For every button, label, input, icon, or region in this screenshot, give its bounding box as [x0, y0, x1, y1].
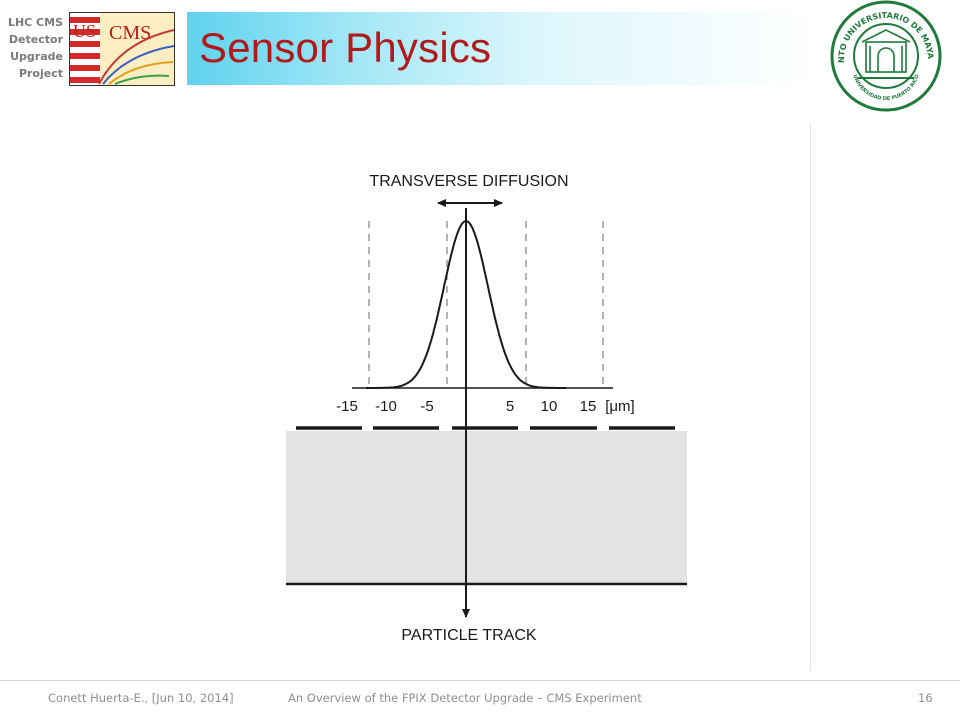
logo-stripe	[70, 29, 100, 35]
pixel-boundary-lines	[368, 221, 604, 387]
project-label-line: Detector	[8, 33, 63, 46]
tick-label: -5	[420, 398, 433, 415]
particle-track-label: PARTICLE TRACK	[401, 627, 536, 644]
tick-label: 5	[506, 398, 514, 415]
title-bar: Sensor Physics	[187, 12, 817, 85]
logo-swoosh	[108, 61, 174, 85]
transverse-diffusion-label: TRANSVERSE DIFFUSION	[369, 173, 568, 190]
project-label-line: Upgrade	[10, 50, 63, 63]
content-divider	[810, 123, 811, 671]
seal-building-icon	[858, 29, 914, 79]
logo-swoosh	[98, 29, 175, 85]
project-label-line: Project	[18, 67, 63, 80]
logo-flag-field	[70, 13, 100, 85]
footer-page-number: 16	[918, 691, 933, 705]
university-seal: RECINTO UNIVERSITARIO DE MAYAGÜEZ UNIVER…	[828, 0, 942, 112]
transverse-diffusion-diagram: TRANSVERSE DIFFUSION -15 -10 -5 5 10 15 …	[286, 173, 687, 644]
axis-tick-labels: -15 -10 -5 5 10 15 [μm]	[336, 398, 635, 415]
logo-stripe	[70, 17, 100, 23]
project-label: LHC CMS Detector Upgrade Project	[0, 14, 63, 82]
logo-swoosh	[114, 74, 170, 85]
project-label-line: LHC CMS	[7, 16, 63, 29]
uscms-logo: US CMS	[69, 12, 175, 86]
tick-label: 15	[580, 398, 597, 415]
sensor-bulk	[286, 431, 687, 583]
logo-stripe	[70, 53, 100, 59]
logo-swoosh	[102, 45, 175, 85]
logo-stripe	[70, 77, 100, 83]
logo-stripe	[70, 65, 100, 71]
footer-presentation-title: An Overview of the FPIX Detector Upgrade…	[288, 691, 642, 705]
logo-us-text: US	[73, 21, 96, 41]
logo-stripe	[70, 41, 100, 47]
footer-author: Conett Huerta-E., [Jun 10, 2014]	[48, 691, 234, 705]
slide-title: Sensor Physics	[199, 24, 492, 71]
footer-divider	[0, 680, 960, 681]
axis-unit-label: [μm]	[605, 398, 634, 415]
tick-label: 10	[541, 398, 558, 415]
tick-label: -10	[375, 398, 397, 415]
logo-cms-text: CMS	[109, 22, 151, 44]
tick-label: -15	[336, 398, 358, 415]
